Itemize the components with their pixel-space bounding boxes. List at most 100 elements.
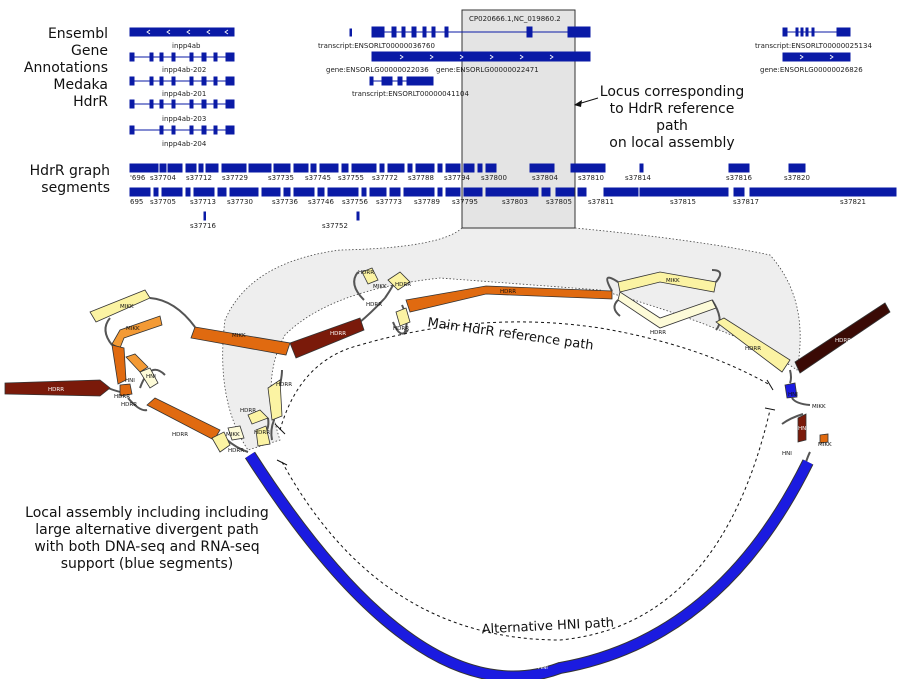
hdrr-orange-long	[405, 285, 613, 313]
segment-label: s37730	[227, 198, 253, 206]
locus-id-label: CP020666.1,NC_019860.2	[469, 15, 561, 23]
node-label-mikk-1: MIKK	[120, 304, 134, 310]
segment-label: s37816	[726, 174, 752, 182]
gene-label-inpp4ab: inpp4ab	[172, 42, 201, 50]
mikk-small-a	[227, 425, 245, 441]
graph-edges	[104, 269, 811, 463]
ref-path-tick-right	[766, 379, 774, 391]
node-label-mikk-3: MIKK	[226, 432, 240, 438]
segment-label: s37755	[338, 174, 364, 182]
locus-annotation: Locus corresponding to HdrR reference pa…	[598, 84, 746, 152]
gene-track-label-line3: Medaka HdrR	[53, 77, 108, 110]
segment-label: s37735	[268, 174, 294, 182]
segment-label: s37821	[840, 198, 866, 206]
hni-right-red	[797, 413, 807, 443]
node-label-hdrr-3: HDRR	[172, 432, 188, 438]
segment-label: s37729	[222, 174, 248, 182]
transcript-36760	[349, 26, 591, 38]
segment-label: s37810	[578, 174, 604, 182]
segment-label: s37814	[625, 174, 651, 182]
ref-path-tick-left	[274, 423, 286, 435]
segment-label: s37815	[670, 198, 696, 206]
segment-label: s37795	[452, 198, 478, 206]
gene-label-inpp4ab-202: inpp4ab-202	[162, 66, 207, 74]
segment-label: '696	[130, 174, 146, 182]
gene-label-22471: gene:ENSORLG00000022471	[436, 66, 539, 74]
locus-funnel-shading	[222, 227, 801, 451]
segment-label: s37704	[150, 174, 176, 182]
hdrr-red-segment	[289, 317, 365, 359]
segment-track-label-line1: HdrR graph	[29, 163, 110, 179]
hdrr-lower-segment	[146, 397, 221, 441]
segment-blocks-row2	[129, 187, 897, 197]
transcript-inpp4ab-201b	[129, 99, 235, 109]
node-label-hdrr-4: HDRR	[228, 448, 244, 454]
gene-track-label-line1: Ensembl Gene	[47, 26, 108, 59]
segment-label: s37712	[186, 174, 212, 182]
hdrr-right-loop	[617, 291, 717, 329]
hdrr-small-a	[211, 431, 231, 453]
segment-label: s37752	[322, 222, 348, 230]
node-label-hdrr-16: HDRR	[835, 338, 851, 344]
node-label-hdrr-15: HDRR	[745, 346, 761, 352]
hdrr-mid-b	[387, 271, 411, 291]
node-label-hdrr-2: HDRR	[121, 402, 137, 408]
locus-annotation-line1: Locus corresponding	[599, 84, 745, 100]
segment-block-37716	[203, 211, 206, 221]
gene-bar-26826	[782, 52, 851, 62]
segment-label: s37773	[376, 198, 402, 206]
transcript-label-25134: transcript:ENSORLT00000025134	[755, 42, 872, 50]
node-label-hdrr-11: HDRR	[366, 302, 382, 308]
gene-track-label: Ensembl Gene Annotations Medaka HdrR	[18, 26, 108, 111]
mikk-right-small	[819, 433, 829, 444]
hdrr-exit-segment	[794, 302, 891, 374]
locus-arrowhead	[574, 100, 582, 107]
node-label-hdrr-1: HDRR	[114, 394, 130, 400]
node-label-hni-4: HNI	[798, 426, 808, 432]
node-label-hni-1: HNI	[125, 378, 135, 384]
alt-path-tick-left	[276, 459, 288, 466]
node-label-mikk-7: MIKK	[812, 404, 826, 410]
assembly-annotation-line2: large alternative divergent path	[35, 522, 259, 538]
transcript-25134	[782, 27, 851, 37]
node-label-mikk-5: MIKK	[373, 284, 387, 290]
node-label-mikk-4: MIKK	[232, 333, 246, 339]
segment-label: 695	[130, 198, 144, 206]
mikk-long-segment	[190, 326, 291, 356]
assembly-annotation-line3: with both DNA-seq and RNA-seq	[34, 539, 260, 555]
segment-label: s37788	[408, 174, 434, 182]
main-path-label: Main HdrR reference path	[427, 315, 595, 353]
node-label-mikk-6: MIKK	[666, 278, 680, 284]
node-label-hdrr-13: HDRR	[500, 289, 516, 295]
segment-label: s37716	[190, 222, 216, 230]
node-label-hdrr-6: HDRR	[276, 382, 292, 388]
segment-label: s37746	[308, 198, 334, 206]
hni-loop-segment	[139, 367, 159, 389]
node-label-hni-3: HNI	[788, 392, 798, 398]
right-graph-segments	[784, 302, 891, 444]
transcript-label-41104: transcript:ENSORLT00000041104	[352, 90, 469, 98]
segment-label: s37800	[481, 174, 507, 182]
hdrr-vertical-c	[255, 425, 271, 447]
hdrr-mid-a	[361, 267, 379, 285]
segment-label: s37804	[532, 174, 558, 182]
segment-label: s37772	[372, 174, 398, 182]
hdrr-vertical-a	[267, 379, 283, 421]
segment-label: s37713	[190, 198, 216, 206]
hdrr-vertical-b	[247, 409, 269, 425]
main-reference-path-line	[279, 321, 771, 431]
gene-bar-22471	[371, 51, 591, 62]
strand-chevrons	[146, 29, 834, 60]
hni-right-small	[784, 382, 798, 399]
gene-annotations	[129, 26, 897, 221]
locus-annotation-line3: on local assembly	[609, 135, 735, 151]
segment-track-label: HdrR graph segments	[20, 163, 110, 197]
node-label-hni-arc: HNI	[538, 665, 548, 671]
left-small-segment	[119, 383, 133, 397]
segment-label: s37811	[588, 198, 614, 206]
transcript-inpp4ab-203	[129, 125, 235, 135]
gene-bar-inpp4ab	[129, 27, 235, 37]
node-label-mikk-2: MIKK	[126, 326, 140, 332]
